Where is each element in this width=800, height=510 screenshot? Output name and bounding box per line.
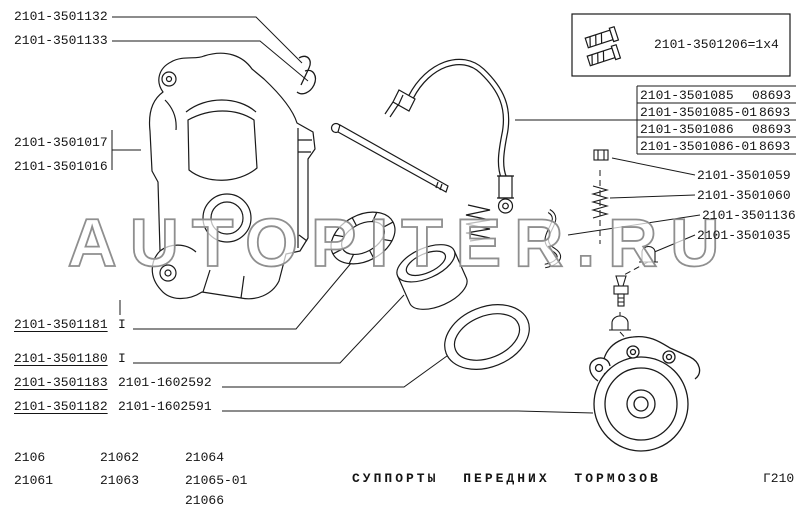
hose-row-part: 2101-3501086 [640,122,734,137]
bottom-row-part: 2101-3501181 [14,317,108,332]
dashed-axis-lines [599,170,649,353]
hose-table-lines [636,85,796,155]
brake-hose-drawing [384,58,514,214]
bottom-row-part: 2101-3501183 [14,375,108,390]
footer-model: 21064 [185,450,225,465]
hose-row-code: 08693 [752,88,792,103]
bottom-row-ref: I [118,317,126,332]
footer-model: 21065-01 [185,473,248,488]
hose-row-part: 2101-3501085-01 [640,105,758,120]
hose-row-code: 8693 [759,105,791,120]
guide-pins-icon [584,25,622,67]
part-label-clip-2: 2101-3501133 [14,33,108,48]
footer-model: 2106 [14,450,46,465]
retaining-clip-drawing [296,55,317,95]
guide-pin-drawing [330,122,449,193]
sheet-code: Г210 [763,471,795,486]
footer-model: 21061 [14,473,54,488]
bottom-row-part: 2101-3501180 [14,351,108,366]
bottom-row-ref: 2101-1602591 [118,399,212,414]
part-label-clip-1: 2101-3501132 [14,9,108,24]
hose-row-code: 08693 [752,122,792,137]
piston-seal-drawing [330,211,396,265]
pad-spring-drawing [465,204,491,242]
part-label-right-1: 2101-3501059 [697,168,791,183]
bottom-row-ref: I [118,351,126,366]
small-parts-drawing [590,149,658,331]
part-label-caliper-2: 2101-3501016 [14,159,108,174]
piston-drawing [396,244,468,310]
hose-row-part: 2101-3501085 [640,88,734,103]
caliper-drawing [148,52,316,300]
footer-model: 21066 [185,493,225,508]
hose-row-code: 8693 [759,139,791,154]
part-label-caliper-1: 2101-3501017 [14,135,108,150]
bottom-row-ref: 2101-1602592 [118,375,212,390]
footer-model: 21063 [100,473,140,488]
bottom-row-part: 2101-3501182 [14,399,108,414]
kit-part-label: 2101-3501206=1x4 [654,37,779,52]
wheel-cylinder-drawing [589,336,701,452]
part-label-right-3: 2101-3501136 [702,208,796,223]
leader-lines [111,16,701,414]
hose-row-part: 2101-3501086-01 [640,139,758,154]
kit-box [571,13,791,77]
part-label-right-4: 2101-3501035 [697,228,791,243]
cylinder-seal-drawing [444,304,530,370]
lock-spring-drawing [544,209,562,269]
part-label-right-2: 2101-3501060 [697,188,791,203]
footer-model: 21062 [100,450,140,465]
sheet-title: СУППОРТЫ ПЕРЕДНИХ ТОРМОЗОВ [352,471,661,486]
